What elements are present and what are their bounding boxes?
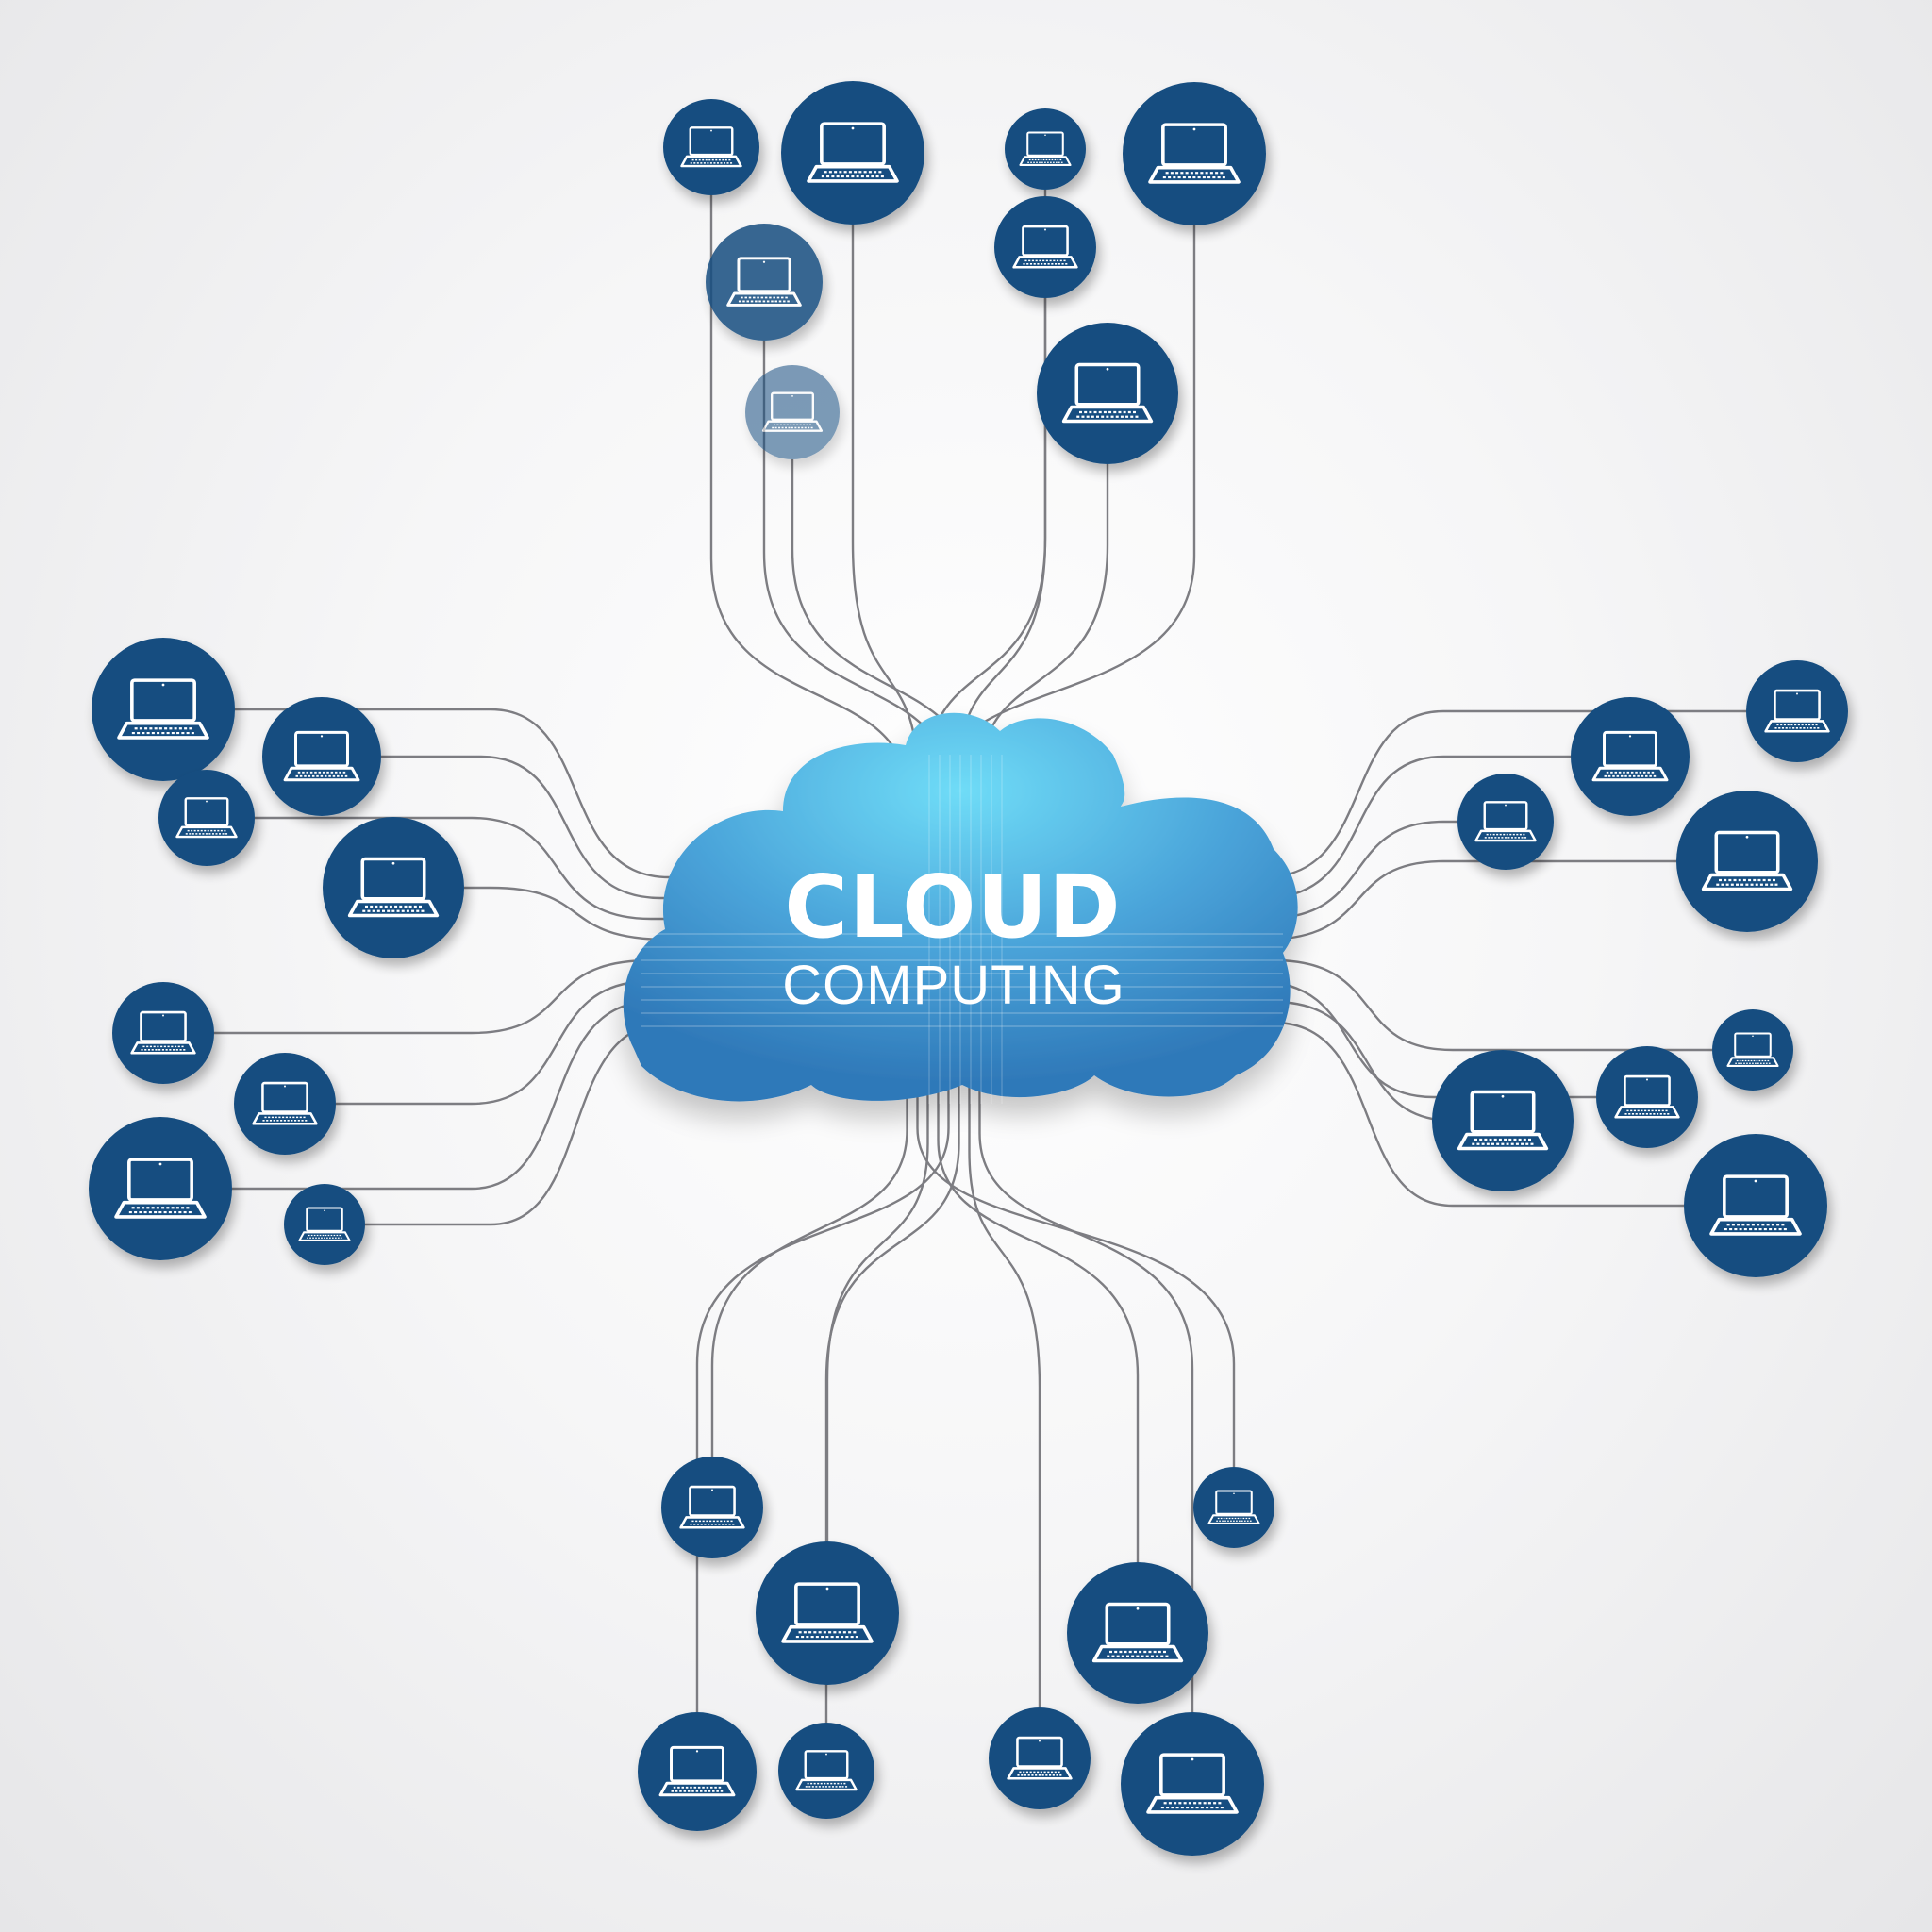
computer-node <box>663 99 759 195</box>
node-circle <box>661 1457 763 1558</box>
hub-lines <box>641 755 1283 1104</box>
computer-node <box>778 1723 874 1819</box>
connection-line <box>381 755 966 900</box>
node-circle <box>1037 323 1178 464</box>
connection-line <box>214 958 966 1035</box>
node-circle <box>1676 791 1818 932</box>
computer-node <box>1067 1562 1208 1704</box>
computer-node <box>262 697 381 816</box>
node-circle <box>158 770 255 866</box>
computer-node <box>1676 791 1818 932</box>
computer-node <box>1121 1712 1264 1856</box>
node-circle <box>989 1707 1091 1809</box>
connection-lines <box>214 190 1746 1723</box>
node-circle <box>323 817 464 958</box>
computer-node <box>158 770 255 866</box>
computer-node <box>1684 1134 1827 1277</box>
node-circle <box>706 224 823 341</box>
computer-node <box>1005 108 1086 190</box>
connection-line <box>695 953 950 1712</box>
computer-node <box>323 817 464 958</box>
cloud-title: CLOUD <box>784 857 1121 958</box>
computer-node <box>1037 323 1178 464</box>
connection-line <box>966 958 1712 1052</box>
connection-line <box>235 708 966 879</box>
computer-node <box>781 81 924 225</box>
connection-line <box>336 979 966 1106</box>
computer-node <box>1123 82 1266 225</box>
computer-node <box>1457 774 1554 870</box>
node-circle <box>1746 660 1848 762</box>
computer-node <box>1432 1050 1574 1191</box>
connection-line <box>255 816 966 921</box>
node-circle <box>92 638 235 781</box>
connection-line <box>966 709 1746 879</box>
computer-node <box>112 982 214 1084</box>
node-circle <box>994 196 1096 298</box>
computer-node <box>1712 1009 1793 1091</box>
computer-nodes <box>89 81 1848 1856</box>
computer-node <box>1746 660 1848 762</box>
computer-node <box>1193 1467 1274 1548</box>
cloud-shape <box>623 712 1298 1102</box>
connection-line <box>966 1000 1454 1123</box>
node-circle <box>112 982 214 1084</box>
computer-node <box>994 196 1096 298</box>
node-circle <box>234 1053 336 1155</box>
node-circle <box>756 1541 899 1685</box>
node-circle <box>1067 1562 1208 1704</box>
node-circle <box>89 1117 232 1260</box>
node-circle <box>1712 1009 1793 1091</box>
computer-node <box>661 1457 763 1558</box>
computer-node <box>756 1541 899 1685</box>
node-circle <box>1005 108 1086 190</box>
computer-node <box>745 365 840 459</box>
connection-line <box>232 1000 966 1191</box>
computer-node <box>234 1053 336 1155</box>
node-circle <box>1596 1046 1698 1148</box>
node-circle <box>778 1723 874 1819</box>
node-circle <box>1121 1712 1264 1856</box>
computer-node <box>89 1117 232 1260</box>
connection-line <box>824 953 960 1723</box>
computer-node <box>1596 1046 1698 1148</box>
connection-line <box>968 953 1041 1707</box>
node-circle <box>1193 1467 1274 1548</box>
node-circle <box>1684 1134 1827 1277</box>
computer-node <box>1571 697 1690 816</box>
node-circle <box>1432 1050 1574 1191</box>
computer-node <box>92 638 235 781</box>
cloud-subtitle: COMPUTING <box>782 955 1124 1016</box>
computer-node <box>638 1712 757 1831</box>
node-circle <box>1457 774 1554 870</box>
computer-node <box>989 1707 1091 1809</box>
connection-line <box>937 953 1140 1562</box>
connection-line <box>978 953 1194 1712</box>
node-circle <box>1123 82 1266 225</box>
node-circle <box>1571 697 1690 816</box>
connection-line <box>966 1021 1684 1208</box>
computer-node <box>284 1184 365 1265</box>
connection-line <box>710 953 908 1457</box>
computer-node <box>706 224 823 341</box>
node-circle <box>781 81 924 225</box>
node-circle <box>638 1712 757 1831</box>
node-circle <box>663 99 759 195</box>
connection-line <box>464 886 966 941</box>
node-circle <box>284 1184 365 1265</box>
node-circle <box>745 365 840 459</box>
node-circle <box>262 697 381 816</box>
